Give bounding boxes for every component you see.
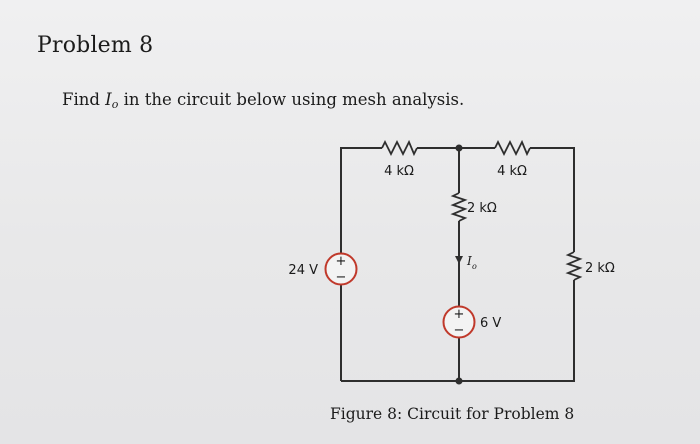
wire-left-top bbox=[340, 147, 382, 253]
resistor-top-right bbox=[494, 139, 531, 157]
label-resistor-middle: 2 kΩ bbox=[467, 201, 497, 216]
wire-right-top bbox=[530, 147, 575, 252]
label-source-middle: 6 V bbox=[480, 316, 501, 331]
voltage-source-middle: + − bbox=[442, 305, 476, 339]
label-resistor-top-right: 4 kΩ bbox=[497, 164, 527, 179]
wire-bottom bbox=[341, 280, 575, 382]
current-arrow-icon bbox=[455, 256, 463, 264]
label-resistor-top-left: 4 kΩ bbox=[384, 164, 414, 179]
figure-caption: Figure 8: Circuit for Problem 8 bbox=[330, 405, 575, 423]
question-prefix: Find bbox=[62, 90, 100, 109]
label-source-left: 24 V bbox=[288, 263, 318, 278]
question-variable: I bbox=[105, 90, 112, 109]
voltage-source-left: + − bbox=[324, 252, 358, 286]
problem-title: Problem 8 bbox=[37, 33, 154, 58]
circuit-wires bbox=[340, 147, 575, 382]
voltage-source-left-minus: − bbox=[336, 270, 347, 285]
junction-bottom bbox=[455, 377, 463, 385]
resistor-middle bbox=[450, 192, 468, 222]
junction-top bbox=[455, 144, 463, 152]
voltage-source-middle-minus: − bbox=[454, 323, 465, 338]
voltage-source-left-circle bbox=[324, 252, 358, 286]
question-suffix: in the circuit below using mesh analysis… bbox=[123, 90, 465, 109]
label-current-subscript: o bbox=[472, 262, 477, 271]
voltage-source-middle-plus: + bbox=[454, 307, 465, 322]
problem-question: Find Io in the circuit below using mesh … bbox=[62, 90, 464, 111]
label-resistor-right: 2 kΩ bbox=[585, 261, 615, 276]
question-variable-subscript: o bbox=[111, 98, 119, 111]
voltage-source-middle-circle bbox=[442, 305, 476, 339]
voltage-source-left-plus: + bbox=[336, 254, 347, 269]
resistor-top-left bbox=[381, 139, 418, 157]
label-current: I bbox=[466, 254, 472, 268]
resistor-right bbox=[565, 251, 583, 281]
